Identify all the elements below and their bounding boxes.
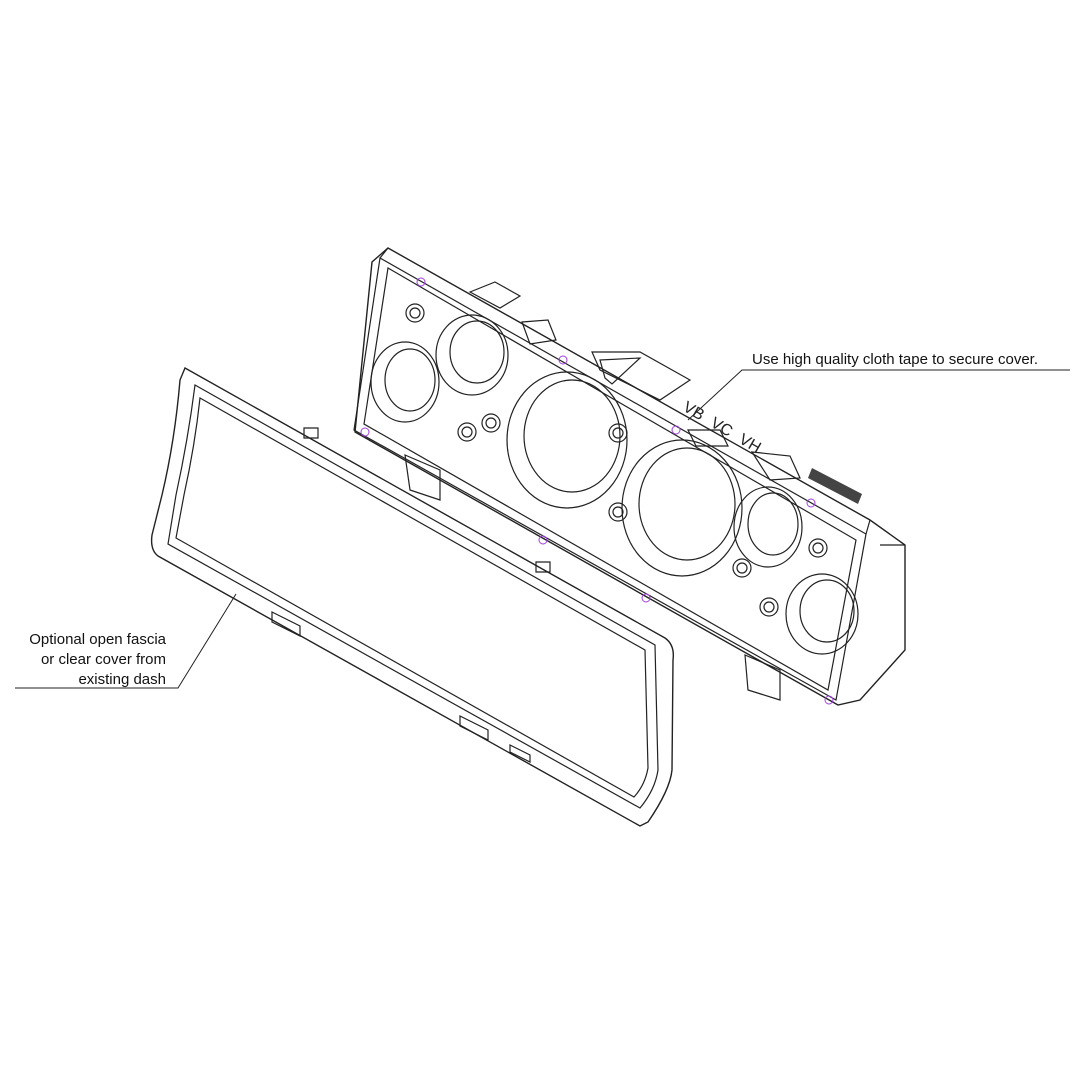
gauge-code-vc: VC	[708, 415, 736, 441]
gauge-code-vb: VB	[680, 399, 707, 424]
fascia-callout-line-1: Optional open fascia	[29, 631, 166, 648]
fascia-callout-label: Optional open fascia or clear cover from…	[0, 630, 166, 690]
fascia-cover	[150, 367, 675, 827]
gauge-openings	[370, 314, 859, 655]
indicator-buttons	[405, 303, 828, 617]
brand-logo	[808, 468, 862, 504]
tape-callout-label: Use high quality cloth tape to secure co…	[752, 351, 1038, 368]
fascia-callout-line-3: existing dash	[78, 671, 166, 688]
fascia-callout-line-2: or clear cover from	[40, 651, 166, 668]
tape-point-markers	[360, 277, 834, 705]
leader-lines	[15, 369, 1070, 689]
gauge-cluster: VB VC VH	[353, 247, 906, 706]
